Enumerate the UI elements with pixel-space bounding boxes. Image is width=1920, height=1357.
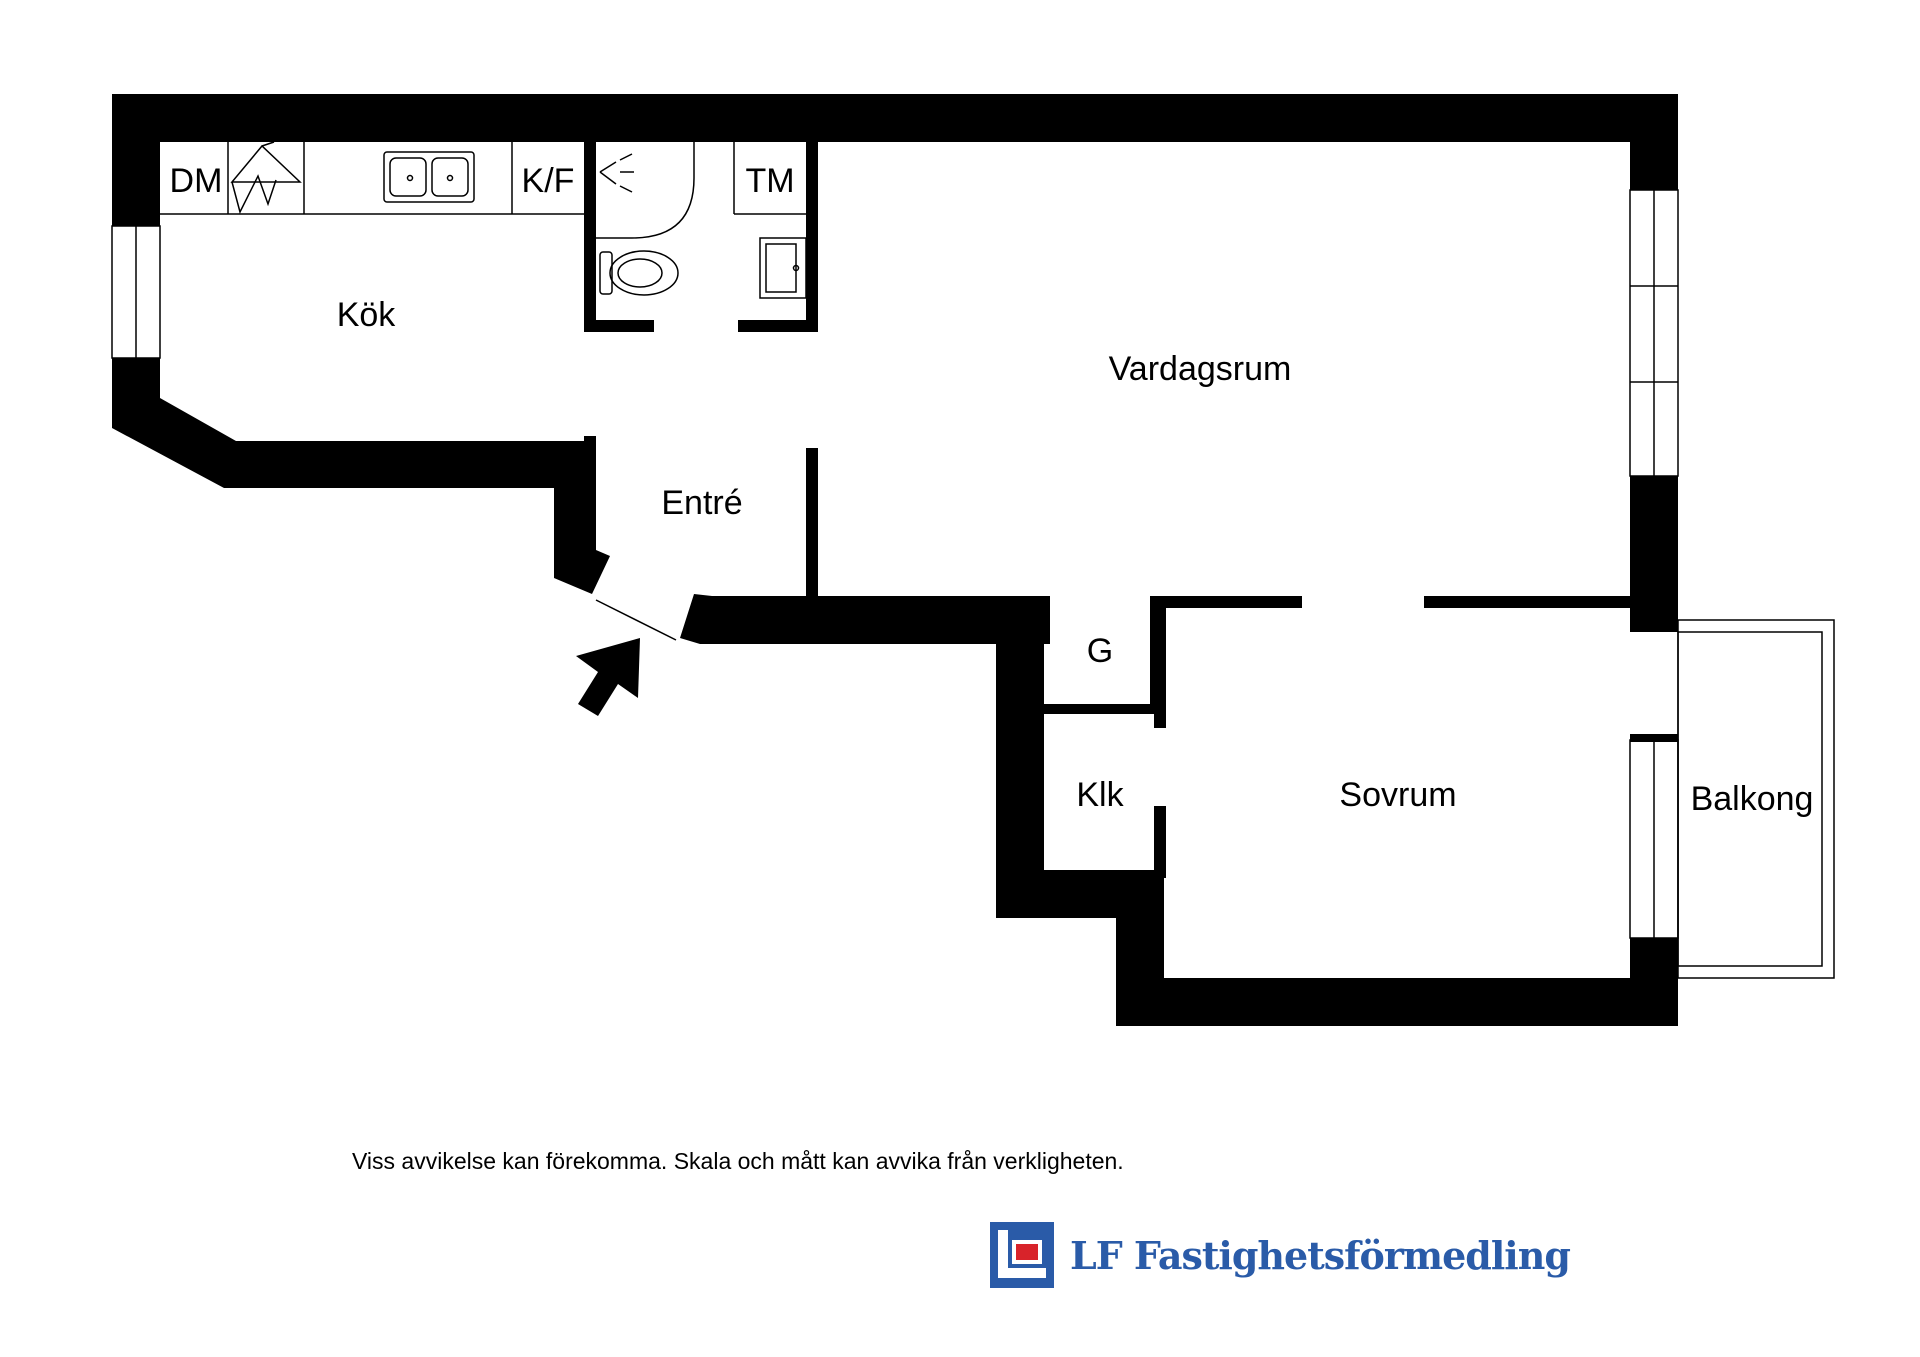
room-label-g: G xyxy=(1087,632,1113,670)
logo-text: LF Fastighetsförmedling xyxy=(1070,1232,1571,1278)
stove-hood-icon xyxy=(230,141,302,215)
kitchen-counter xyxy=(160,142,584,215)
room-label-klk: Klk xyxy=(1076,776,1124,814)
exterior-walls xyxy=(112,94,1678,1026)
toilet-icon xyxy=(599,250,679,296)
balcony-outline xyxy=(1677,619,1835,979)
entrance-arrow-icon xyxy=(576,638,640,716)
shower-icon xyxy=(596,142,695,239)
room-label-sovrum: Sovrum xyxy=(1339,776,1456,814)
fixture-label-dm: DM xyxy=(170,162,223,200)
fixture-label-tm: TM xyxy=(745,162,794,200)
windows xyxy=(111,189,1679,939)
room-label-kok: Kök xyxy=(337,296,397,334)
tm-box xyxy=(733,142,806,215)
fixture-label-kf: K/F xyxy=(522,162,575,200)
entrance-door xyxy=(595,599,677,641)
room-label-vardagsrum: Vardagsrum xyxy=(1109,350,1292,388)
room-label-entre: Entré xyxy=(661,484,742,522)
washbasin-icon xyxy=(759,237,807,299)
lf-logo-icon xyxy=(990,1222,1054,1288)
company-logo: LF Fastighetsförmedling xyxy=(990,1222,1571,1288)
disclaimer-text: Viss avvikelse kan förekomma. Skala och … xyxy=(352,1148,1124,1174)
room-label-balkong: Balkong xyxy=(1691,780,1814,818)
sink-icon xyxy=(383,151,475,203)
interior-walls xyxy=(584,142,1678,878)
